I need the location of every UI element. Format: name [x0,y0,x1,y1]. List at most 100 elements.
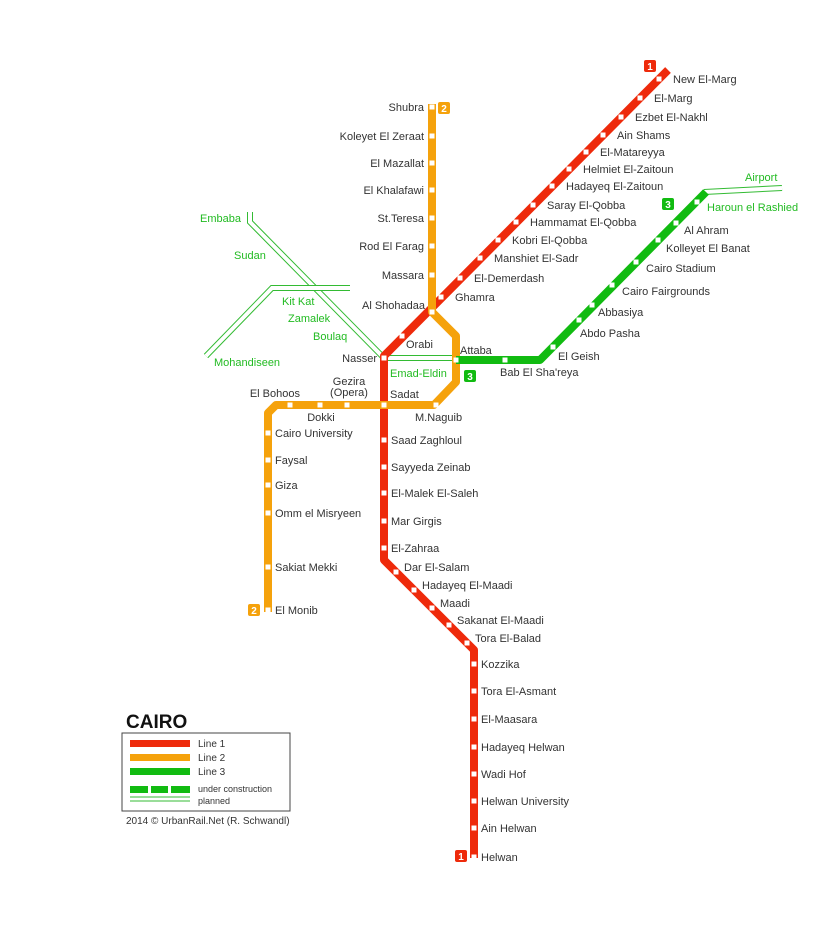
station-marker-ghamra[interactable] [438,294,444,300]
station-label-opera[interactable]: (Opera) [330,387,368,399]
planned-station-sudan[interactable]: Sudan [234,250,266,262]
station-label-sakiat-mekki[interactable]: Sakiat Mekki [275,562,337,574]
station-marker-attaba[interactable] [453,357,459,363]
station-marker-dar-el-salam[interactable] [393,569,399,575]
station-marker-cairo-stadium[interactable] [633,259,639,265]
station-label-dar-el-salam[interactable]: Dar El-Salam [404,562,469,574]
station-label-el-maasara[interactable]: El-Maasara [481,714,538,726]
station-marker-shubra[interactable] [429,104,435,110]
station-marker-cairo-fairgrounds[interactable] [609,282,615,288]
station-label-koleyet-el-zeraat[interactable]: Koleyet El Zeraat [340,131,424,143]
station-marker-el-mazallat[interactable] [429,160,435,166]
planned-station-zamalek[interactable]: Zamalek [288,313,331,325]
station-label-manshiet-el-sadr[interactable]: Manshiet El-Sadr [494,253,579,265]
station-label-el-demerdash[interactable]: El-Demerdash [474,273,544,285]
station-label-helwan-university[interactable]: Helwan University [481,796,570,808]
station-label-abbasiya[interactable]: Abbasiya [598,307,644,319]
station-label-airport[interactable]: Airport [745,172,777,184]
station-marker-orabi[interactable] [399,333,405,339]
station-marker-massara[interactable] [429,272,435,278]
station-label-ain-shams[interactable]: Ain Shams [617,130,671,142]
station-marker-sadat[interactable] [381,402,387,408]
station-label-dokki[interactable]: Dokki [307,412,335,424]
station-label-shubra[interactable]: Shubra [389,102,425,114]
station-label-haroun-el-rashied[interactable]: Haroun el Rashied [707,202,798,214]
station-marker-hadayeq-el-zaitoun[interactable] [549,183,555,189]
station-marker-sayyeda-zeinab[interactable] [381,464,387,470]
station-marker-abdo-pasha[interactable] [576,317,582,323]
station-label-m-naguib[interactable]: M.Naguib [415,412,462,424]
station-label-saad-zaghloul[interactable]: Saad Zaghloul [391,435,462,447]
station-label-omm-el-misryeen[interactable]: Omm el Misryeen [275,508,361,520]
station-marker-ain-shams[interactable] [600,132,606,138]
planned-station-mohandiseen[interactable]: Mohandiseen [214,357,280,369]
planned-station-boulaq[interactable]: Boulaq [313,331,347,343]
station-label-al-shohadaa[interactable]: Al Shohadaa [362,300,426,312]
station-label-el-matareyya[interactable]: El-Matareyya [600,147,666,159]
planned-station-emad-eldin[interactable]: Emad-Eldin [390,368,447,380]
station-label-rod-el-farag[interactable]: Rod El Farag [359,241,424,253]
station-label-el-khalafawi[interactable]: El Khalafawi [363,185,424,197]
station-marker-el-marg[interactable] [637,95,643,101]
station-marker-tora-el-asmant[interactable] [471,688,477,694]
planned-station-embaba[interactable]: Embaba [200,213,242,225]
station-label-cairo-university[interactable]: Cairo University [275,428,353,440]
station-label-ghamra[interactable]: Ghamra [455,292,496,304]
station-marker-el-monib[interactable] [265,607,271,613]
station-marker-el-maasara[interactable] [471,716,477,722]
station-marker-el-matareyya[interactable] [583,149,589,155]
station-marker-sakanat-el-maadi[interactable] [446,622,452,628]
station-label-sakanat-el-maadi[interactable]: Sakanat El-Maadi [457,615,544,627]
station-marker-al-ahram[interactable] [673,220,679,226]
station-label-attaba[interactable]: Attaba [460,345,493,357]
station-label-el-zahraa[interactable]: El-Zahraa [391,543,440,555]
station-marker-saray-el-qobba[interactable] [530,202,536,208]
station-marker-omm-el-misryeen[interactable] [265,510,271,516]
station-marker-saad-zaghloul[interactable] [381,437,387,443]
station-label-hadayeq-el-maadi[interactable]: Hadayeq El-Maadi [422,580,513,592]
station-marker-helwan-university[interactable] [471,798,477,804]
station-marker-al-shohadaa[interactable] [429,309,435,315]
station-marker-helmiet-el-zaitoun[interactable] [566,166,572,172]
station-marker-koleyet-el-zeraat[interactable] [429,133,435,139]
station-marker-tora-el-balad[interactable] [464,640,470,646]
station-label-giza[interactable]: Giza [275,480,299,492]
station-marker-ain-helwan[interactable] [471,825,477,831]
station-label-sadat[interactable]: Sadat [390,389,419,401]
planned-station-kit-kat[interactable]: Kit Kat [282,296,314,308]
station-label-al-ahram[interactable]: Al Ahram [684,225,729,237]
station-label-el-monib[interactable]: El Monib [275,605,318,617]
station-marker-bab-el-sha-reya[interactable] [502,357,508,363]
station-marker-abbasiya[interactable] [589,302,595,308]
station-label-sayyeda-zeinab[interactable]: Sayyeda Zeinab [391,462,471,474]
station-label-faysal[interactable]: Faysal [275,455,307,467]
station-marker-el-khalafawi[interactable] [429,187,435,193]
station-marker-el-bohoos[interactable] [287,402,293,408]
station-label-orabi[interactable]: Orabi [406,339,433,351]
station-marker-kozzika[interactable] [471,661,477,667]
station-marker-hadayeq-helwan[interactable] [471,744,477,750]
station-marker-wadi-hof[interactable] [471,771,477,777]
station-label-cairo-fairgrounds[interactable]: Cairo Fairgrounds [622,286,711,298]
station-label-st-teresa[interactable]: St.Teresa [378,213,425,225]
station-label-ain-helwan[interactable]: Ain Helwan [481,823,537,835]
station-label-kozzika[interactable]: Kozzika [481,659,520,671]
station-label-saray-el-qobba[interactable]: Saray El-Qobba [547,200,626,212]
station-label-mar-girgis[interactable]: Mar Girgis [391,516,442,528]
station-label-kolleyet-el-banat[interactable]: Kolleyet El Banat [666,243,750,255]
station-marker-kolleyet-el-banat[interactable] [655,237,661,243]
station-marker-el-geish[interactable] [550,344,556,350]
station-marker-st-teresa[interactable] [429,215,435,221]
station-label-el-malek-el-saleh[interactable]: El-Malek El-Saleh [391,488,478,500]
station-label-el-marg[interactable]: El-Marg [654,93,693,105]
station-label-maadi[interactable]: Maadi [440,598,470,610]
station-label-gezira[interactable]: Gezira [333,376,366,388]
station-marker-ezbet-el-nakhl[interactable] [618,114,624,120]
station-label-abdo-pasha[interactable]: Abdo Pasha [580,328,641,340]
station-label-hammamat-el-qobba[interactable]: Hammamat El-Qobba [530,217,637,229]
station-marker-cairo-university[interactable] [265,430,271,436]
station-label-helmiet-el-zaitoun[interactable]: Helmiet El-Zaitoun [583,164,673,176]
station-label-el-mazallat[interactable]: El Mazallat [370,158,424,170]
station-label-ezbet-el-nakhl[interactable]: Ezbet El-Nakhl [635,112,708,124]
station-label-kobri-el-qobba[interactable]: Kobri El-Qobba [512,235,588,247]
